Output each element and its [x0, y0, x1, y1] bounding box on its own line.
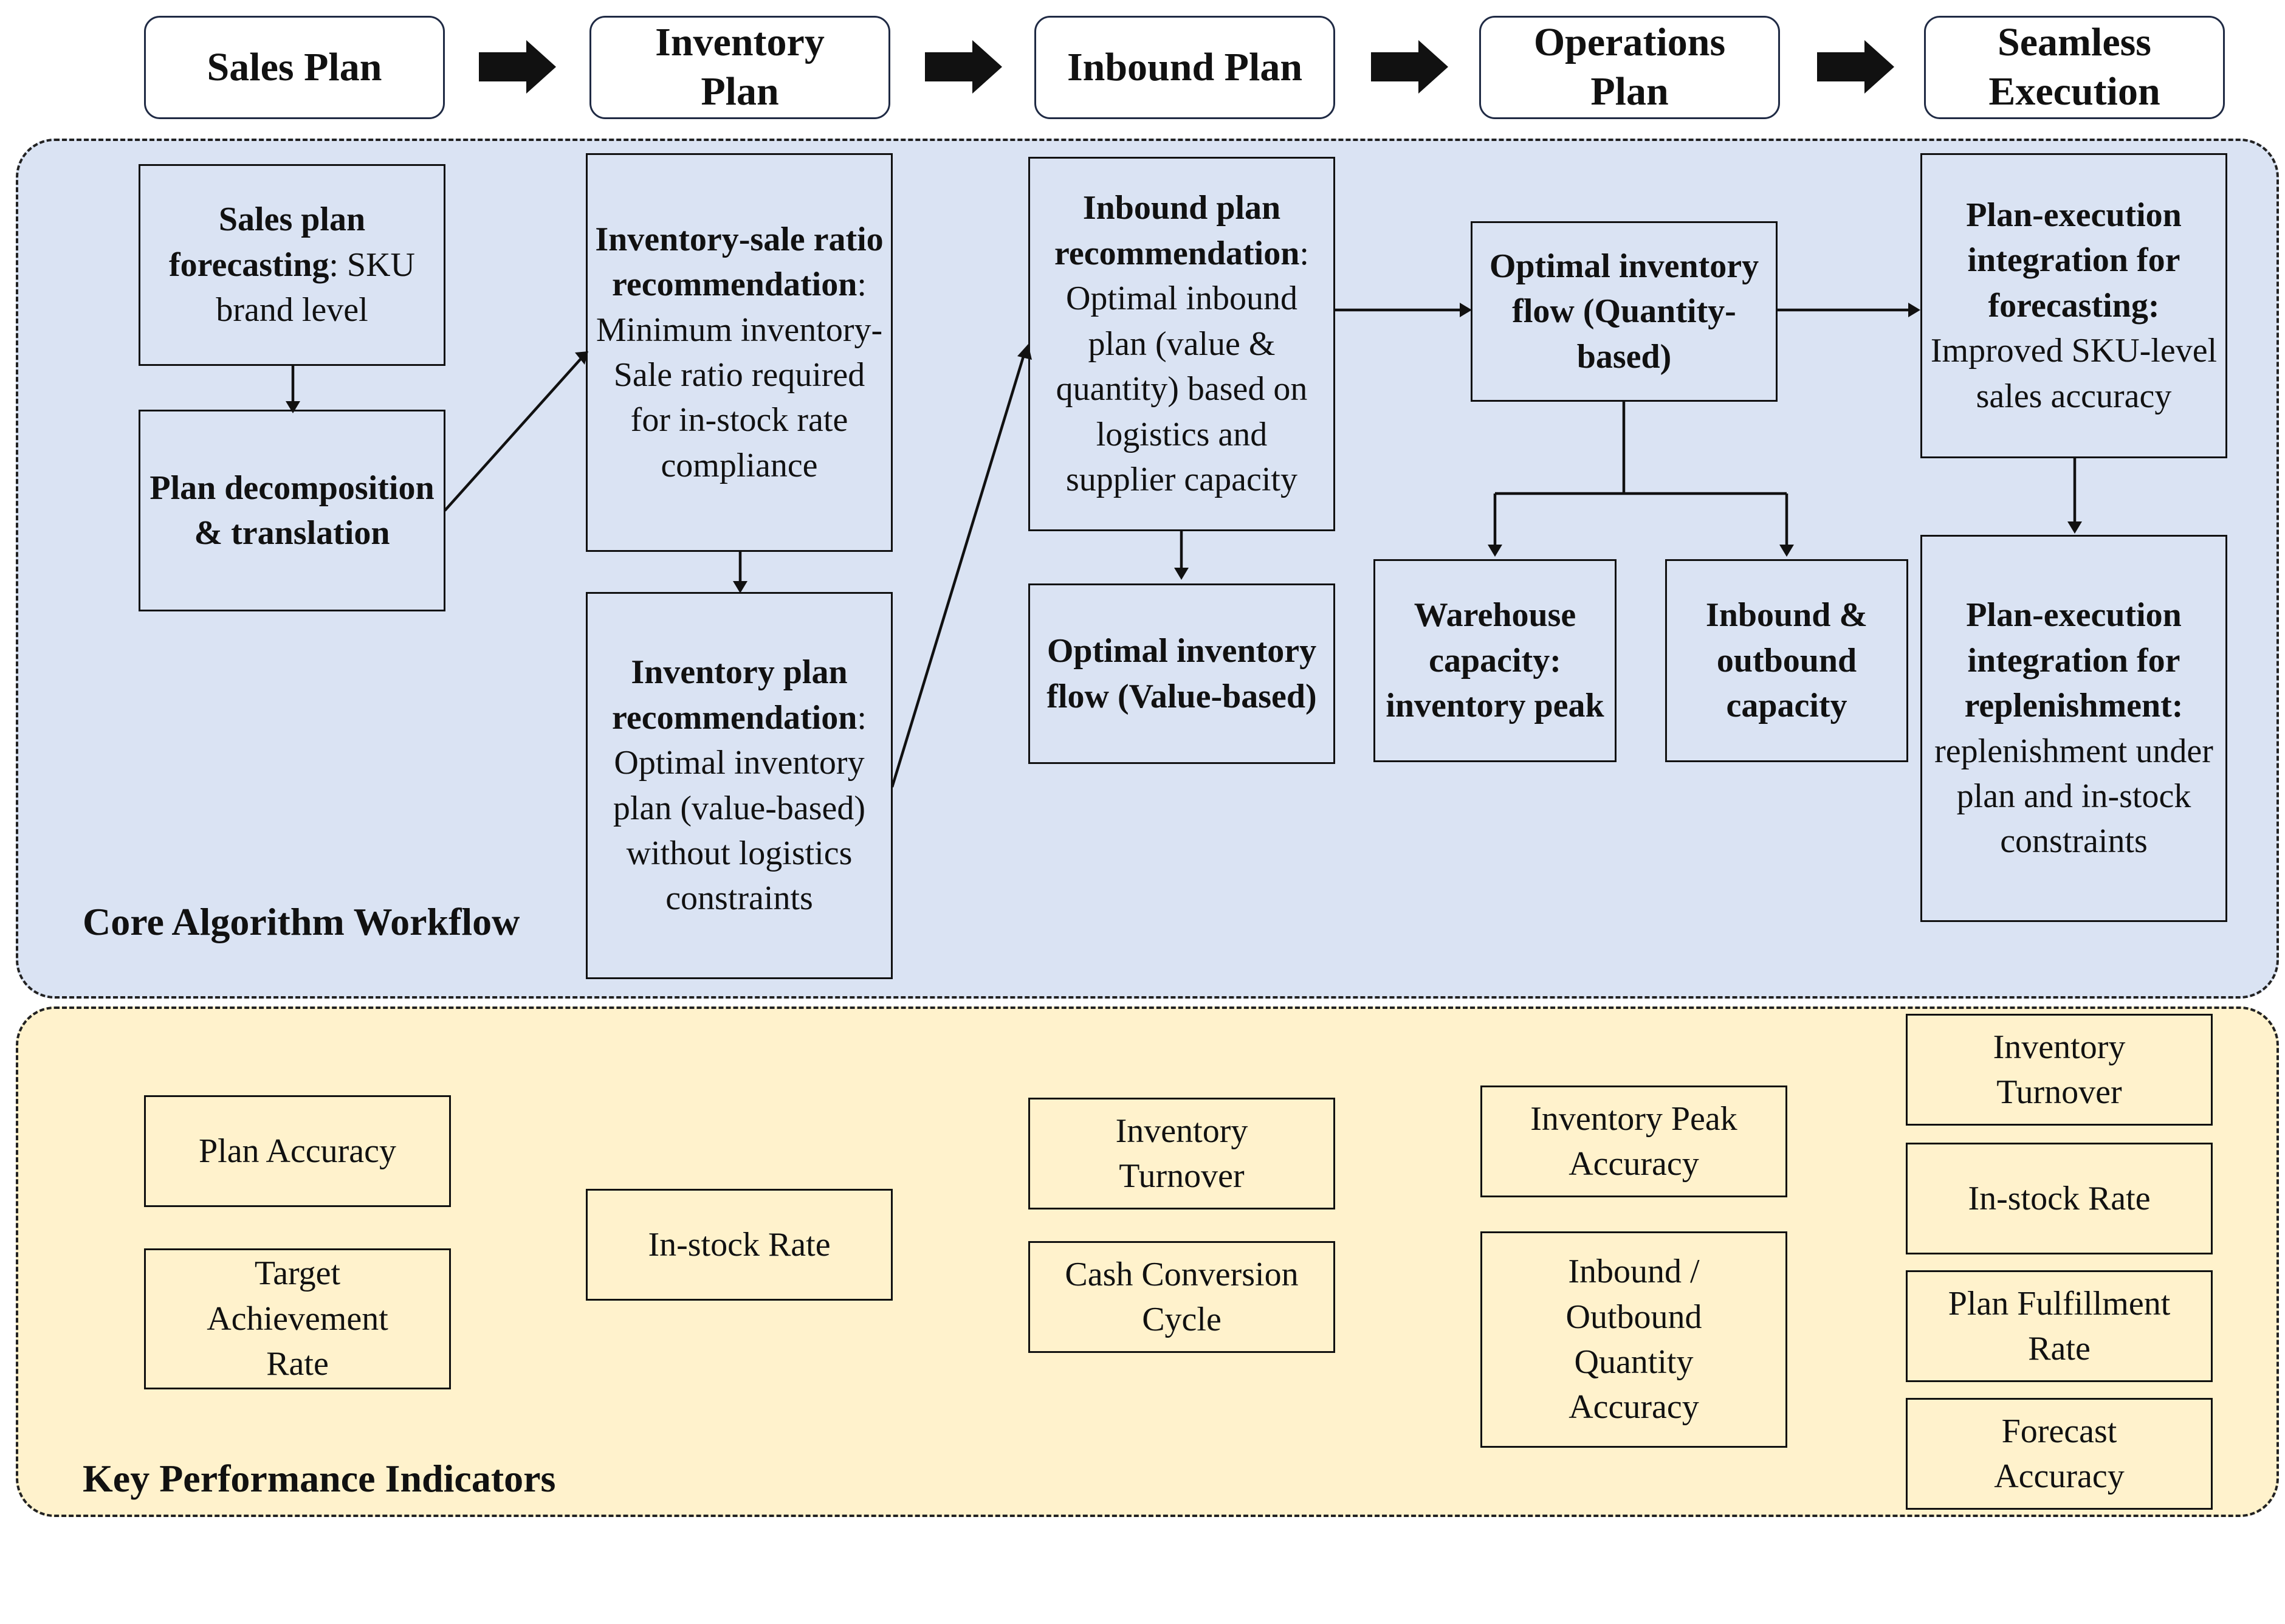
- label-bold: Inventory plan recommendation: [612, 653, 857, 737]
- box-inventory-plan-rec: Inventory plan recommendation: Optimal i…: [586, 592, 893, 979]
- box-inbound-outbound-capacity: Inbound & outbound capacity: [1665, 559, 1908, 762]
- box-flow-quantity: Optimal inventory flow (Quantity-based): [1471, 221, 1778, 402]
- step-seamless-execution: Seamless Execution: [1924, 16, 2225, 119]
- box-exec-replenishment: Plan-execution integration for replenish…: [1920, 535, 2227, 922]
- label-rest: : Optimal inbound plan (value & quantity…: [1056, 234, 1309, 499]
- core-region-title: Core Algorithm Workflow: [83, 900, 520, 943]
- arrow-invplan-to-inbound: [890, 352, 1026, 788]
- box-exec-forecasting: Plan-execution integration for forecasti…: [1920, 153, 2227, 458]
- header-arrows: [479, 40, 1894, 94]
- step-inbound-plan: Inbound Plan: [1034, 16, 1335, 119]
- arrow-decomp-to-ratio: [444, 357, 582, 512]
- kpi-inventory-turnover-2: Inventory Turnover: [1906, 1014, 2213, 1126]
- label-rest: : SKU brand level: [216, 246, 415, 329]
- label-bold: Inbound plan recommendation: [1054, 189, 1300, 272]
- step-inventory-plan: Inventory Plan: [589, 16, 890, 119]
- label-bold: Inbound & outbound capacity: [1705, 596, 1868, 725]
- box-flow-value: Optimal inventory flow (Value-based): [1028, 583, 1335, 764]
- label-bold: Sales plan forecasting: [169, 201, 366, 284]
- core-workflow-region: [16, 139, 2279, 999]
- kpi-inventory-turnover-1: Inventory Turnover: [1028, 1098, 1335, 1209]
- label-bold: Plan decomposition & translation: [149, 469, 435, 552]
- header-arrow-1: [479, 40, 556, 94]
- box-inbound-plan-rec: Inbound plan recommendation: Optimal inb…: [1028, 157, 1335, 531]
- label-bold: Inventory-sale ratio recommendation: [595, 220, 884, 304]
- kpi-instock-rate-2: In-stock Rate: [1906, 1143, 2213, 1254]
- kpi-forecast-accuracy: Forecast Accuracy: [1906, 1398, 2213, 1510]
- kpi-region-title: Key Performance Indicators: [83, 1457, 556, 1500]
- step-operations-plan: Operations Plan: [1479, 16, 1780, 119]
- kpi-target-achievement: Target Achievement Rate: [144, 1248, 451, 1389]
- kpi-region: [16, 1006, 2279, 1517]
- label-rest: replenishment under plan and in-stock co…: [1934, 732, 2213, 861]
- arrowhead-decomp-ratio: [575, 351, 588, 365]
- kpi-plan-fulfillment: Plan Fulfillment Rate: [1906, 1270, 2213, 1382]
- label-bold: Plan-execution integration for replenish…: [1964, 596, 2184, 725]
- label-rest: : Minimum inventory-Sale ratio required …: [596, 266, 883, 484]
- kpi-plan-accuracy: Plan Accuracy: [144, 1095, 451, 1207]
- kpi-inventory-peak-accuracy: Inventory Peak Accuracy: [1480, 1086, 1787, 1197]
- header-arrow-2: [925, 40, 1002, 94]
- kpi-instock-rate-1: In-stock Rate: [586, 1189, 893, 1301]
- step-sales-plan: Sales Plan: [144, 16, 445, 119]
- kpi-io-quantity-accuracy: Inbound / Outbound Quantity Accuracy: [1480, 1231, 1787, 1448]
- label-rest: Improved SKU-level sales accuracy: [1930, 332, 2218, 415]
- label-bold: Optimal inventory flow (Quantity-based): [1489, 247, 1759, 376]
- box-inventory-sale-ratio: Inventory-sale ratio recommendation: Min…: [586, 153, 893, 552]
- box-plan-decomposition: Plan decomposition & translation: [139, 410, 445, 611]
- kpi-cash-conversion: Cash Conversion Cycle: [1028, 1241, 1335, 1353]
- label-bold: Optimal inventory flow (Value-based): [1046, 632, 1317, 715]
- header-arrow-3: [1371, 40, 1448, 94]
- label-bold: Plan-execution integration for forecasti…: [1966, 196, 2182, 325]
- label-bold: Warehouse capacity: inventory peak: [1386, 596, 1604, 725]
- label-rest: : Optimal inventory plan (value-based) w…: [613, 698, 867, 918]
- box-warehouse-capacity: Warehouse capacity: inventory peak: [1373, 559, 1617, 762]
- header-arrow-4: [1817, 40, 1894, 94]
- box-sales-plan-forecasting: Sales plan forecasting: SKU brand level: [139, 164, 445, 366]
